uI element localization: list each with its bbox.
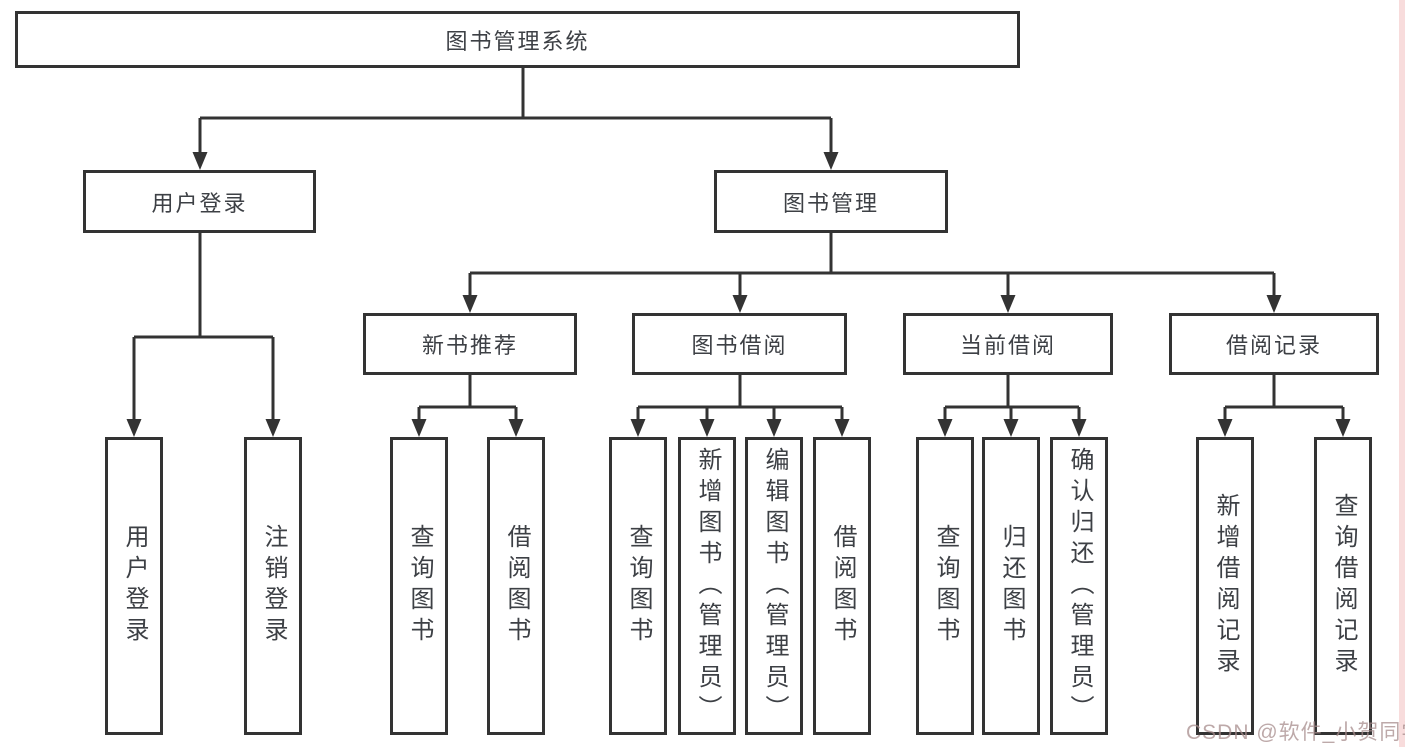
node-new-book-recommend: 新书推荐 <box>363 313 577 375</box>
node-current-borrow: 当前借阅 <box>903 313 1113 375</box>
leaf-current-return-books: 归还图书 <box>982 437 1040 735</box>
leaf-records-add-record: 新增借阅记录 <box>1196 437 1254 735</box>
node-root-system: 图书管理系统 <box>15 11 1020 68</box>
leaf-current-confirm-return-admin: 确认归还（管理员） <box>1050 437 1108 735</box>
connector-paths <box>132 68 1345 421</box>
leaf-records-query-record: 查询借阅记录 <box>1314 437 1372 735</box>
leaf-rec-borrow-books: 借阅图书 <box>487 437 545 735</box>
leaf-rec-query-books: 查询图书 <box>390 437 448 735</box>
leaf-borrow-borrow-books: 借阅图书 <box>813 437 871 735</box>
node-borrow-records: 借阅记录 <box>1169 313 1379 375</box>
node-user-login: 用户登录 <box>83 170 316 233</box>
node-book-borrow: 图书借阅 <box>632 313 847 375</box>
node-book-management: 图书管理 <box>714 170 948 233</box>
leaf-borrow-add-books-admin: 新增图书（管理员） <box>678 437 736 735</box>
leaf-borrow-edit-books-admin: 编辑图书（管理员） <box>745 437 803 735</box>
csdn-watermark: CSDN @软件_小贺同学 <box>1186 721 1405 744</box>
leaf-user-login: 用户登录 <box>105 437 163 735</box>
arrowheads <box>126 152 1351 437</box>
leaf-borrow-query-books: 查询图书 <box>609 437 667 735</box>
leaf-current-query-books: 查询图书 <box>916 437 974 735</box>
leaf-logout: 注销登录 <box>244 437 302 735</box>
right-edge-strip <box>1399 0 1405 747</box>
